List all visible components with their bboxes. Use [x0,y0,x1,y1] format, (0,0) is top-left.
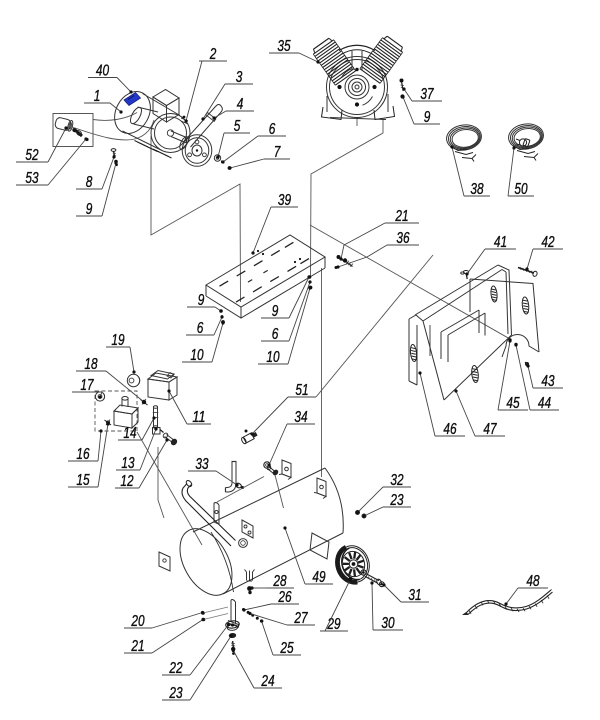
svg-text:9: 9 [198,292,205,309]
svg-text:5: 5 [234,118,241,135]
svg-text:6: 6 [272,326,279,343]
svg-text:23: 23 [390,492,404,509]
svg-text:12: 12 [120,473,133,490]
svg-text:21: 21 [131,638,145,655]
svg-text:36: 36 [396,230,409,247]
svg-text:13: 13 [121,455,134,472]
svg-text:34: 34 [294,409,307,426]
svg-text:48: 48 [526,573,539,590]
svg-text:46: 46 [443,421,456,438]
svg-text:53: 53 [25,170,38,187]
svg-text:7: 7 [274,144,282,161]
svg-text:47: 47 [483,421,497,438]
svg-text:20: 20 [131,613,145,630]
svg-text:28: 28 [273,573,287,590]
svg-text:43: 43 [541,373,554,390]
svg-text:35: 35 [277,38,290,55]
svg-text:2: 2 [209,46,217,63]
svg-text:9: 9 [424,109,431,126]
svg-text:44: 44 [538,395,551,412]
svg-text:9: 9 [272,303,279,320]
svg-text:10: 10 [190,347,203,364]
svg-text:6: 6 [197,320,204,337]
svg-text:27: 27 [294,610,309,627]
svg-text:19: 19 [111,332,124,349]
svg-text:49: 49 [312,569,325,586]
svg-text:10: 10 [266,349,279,366]
svg-text:22: 22 [169,660,183,677]
svg-text:9: 9 [86,201,93,218]
svg-text:37: 37 [420,86,434,103]
svg-text:23: 23 [169,685,183,702]
svg-text:8: 8 [86,174,93,191]
svg-text:39: 39 [278,192,291,209]
svg-text:40: 40 [96,62,109,79]
svg-text:17: 17 [80,377,94,394]
svg-text:50: 50 [514,181,527,198]
svg-text:3: 3 [236,69,243,86]
svg-text:51: 51 [295,382,308,399]
svg-text:11: 11 [192,409,205,426]
svg-text:16: 16 [76,446,89,463]
svg-text:30: 30 [381,615,394,632]
svg-text:6: 6 [269,121,276,138]
svg-text:21: 21 [395,208,409,225]
svg-text:25: 25 [280,640,294,657]
svg-text:42: 42 [541,234,554,251]
svg-text:26: 26 [278,589,292,606]
svg-text:15: 15 [76,472,89,489]
svg-text:52: 52 [25,147,38,164]
svg-text:41: 41 [494,234,507,251]
svg-text:32: 32 [390,472,403,489]
svg-text:1: 1 [94,88,101,105]
svg-text:24: 24 [261,673,275,690]
svg-text:31: 31 [408,587,421,604]
svg-text:4: 4 [237,96,244,113]
svg-text:18: 18 [84,356,97,373]
svg-text:14: 14 [123,425,136,442]
svg-text:45: 45 [506,395,519,412]
svg-text:38: 38 [470,181,483,198]
svg-text:33: 33 [195,456,208,473]
